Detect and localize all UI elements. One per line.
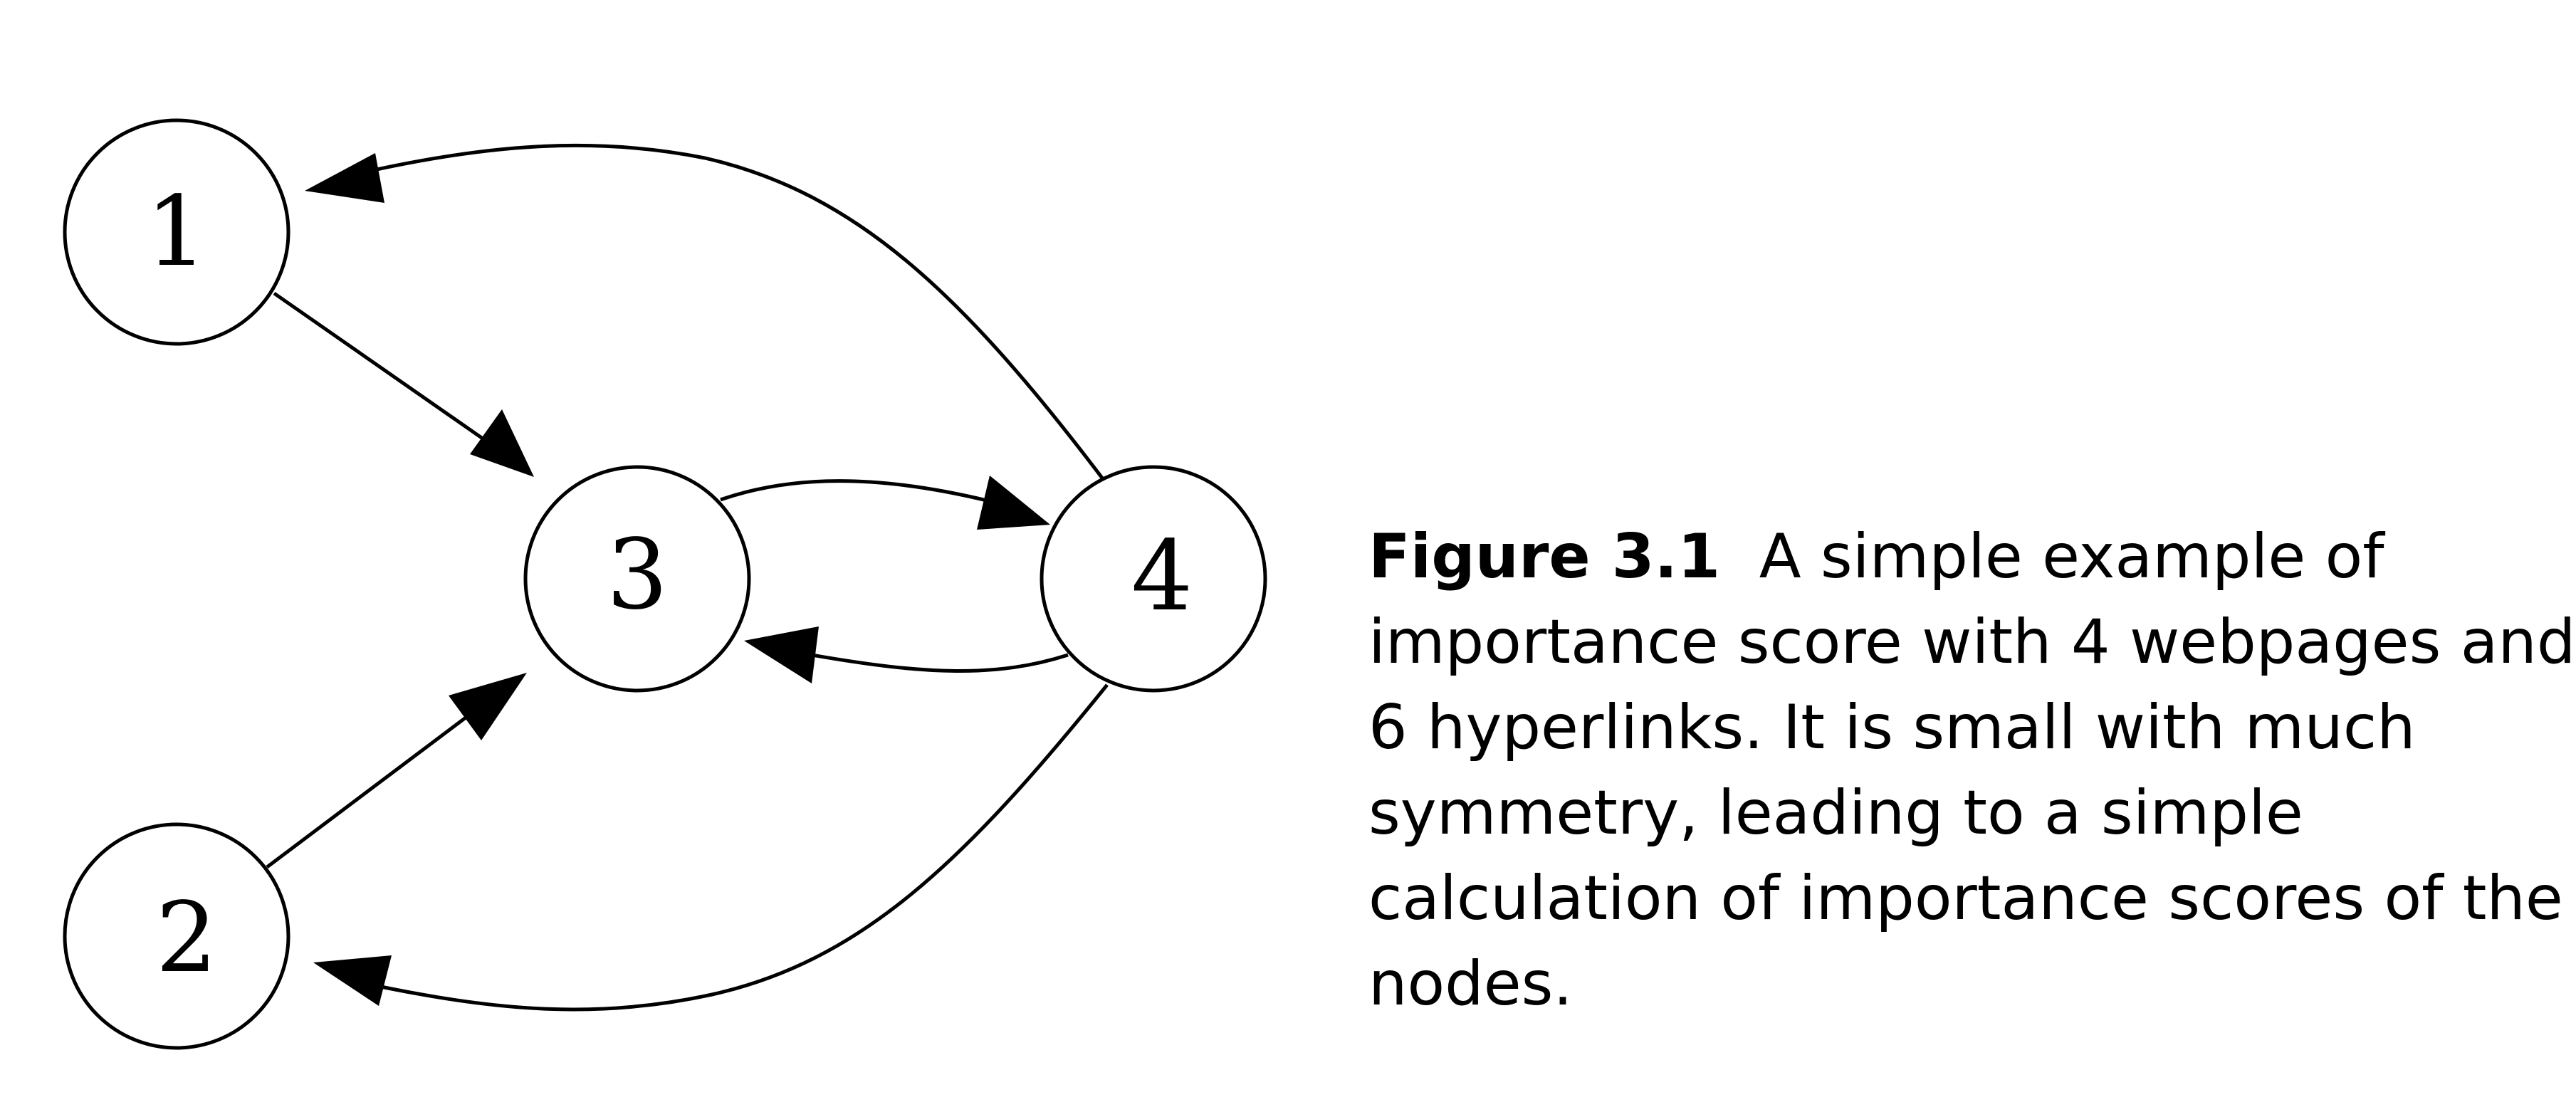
caption-line-4: symmetry, leading to a simple <box>1368 777 2303 849</box>
edge-4-to-2 <box>313 683 1109 1012</box>
node-2-label: 2 <box>156 882 218 995</box>
figure-caption: Figure 3.1 A simple example of importanc… <box>1368 514 2576 1027</box>
caption-line-6: nodes. <box>1368 948 1573 1019</box>
caption-text-1: A simple example of <box>1759 521 2384 592</box>
node-3-label: 3 <box>607 519 669 631</box>
node-3-circle <box>523 465 751 693</box>
node-3: 3 <box>523 465 751 693</box>
edges <box>266 143 1109 1012</box>
caption-line-1: Figure 3.1 A simple example of <box>1368 514 2536 599</box>
nodes: 1 2 3 4 <box>63 118 1267 1050</box>
node-1-label: 1 <box>146 176 208 288</box>
node-4: 4 <box>1040 465 1267 693</box>
edge-2-to-3 <box>266 673 527 869</box>
edge-4-to-3 <box>744 626 1069 683</box>
figure-label: Figure 3.1 <box>1368 521 1721 592</box>
node-2: 2 <box>63 822 290 1050</box>
edge-1-to-3 <box>273 291 534 477</box>
caption-line-5: calculation of importance scores of the <box>1368 863 2563 934</box>
node-1-circle <box>63 118 290 346</box>
caption-line-3: 6 hyperlinks. It is small with much <box>1368 692 2416 763</box>
node-4-label: 4 <box>1131 520 1193 633</box>
node-4-circle <box>1040 465 1267 693</box>
graph-diagram: 1 2 3 4 <box>63 118 1267 1050</box>
edge-3-to-4 <box>720 476 1050 530</box>
node-2-circle <box>63 822 290 1050</box>
node-1: 1 <box>63 118 290 346</box>
edge-4-to-1 <box>305 143 1105 481</box>
caption-line-2: importance score with 4 webpages and <box>1368 607 2576 678</box>
